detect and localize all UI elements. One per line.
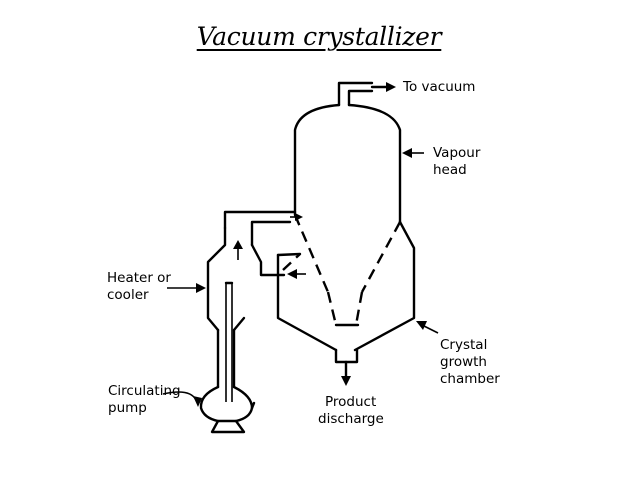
label-crystal-2: growth — [440, 354, 487, 370]
vacuum-outlet-pipe — [337, 81, 396, 107]
callout-vapour-head — [402, 148, 424, 158]
label-pump-2: pump — [108, 400, 147, 416]
label-heater-1: Heater or — [107, 270, 171, 286]
circulating-pump — [199, 385, 256, 434]
heater-cooler — [206, 210, 303, 402]
label-product-1: Product — [325, 394, 376, 410]
callout-heater — [167, 283, 206, 293]
label-product-2: discharge — [318, 411, 384, 427]
callout-crystal-chamber — [416, 321, 439, 334]
label-pump-1: Circulating — [108, 383, 181, 399]
label-crystal-3: chamber — [440, 371, 500, 387]
label-to-vacuum: To vacuum — [402, 79, 475, 95]
label-vapour-head-2: head — [433, 162, 467, 178]
label-heater-2: cooler — [107, 287, 149, 303]
draft-tube — [282, 214, 402, 326]
callout-feed-arrow — [287, 269, 306, 279]
label-crystal-1: Crystal — [440, 337, 487, 353]
product-discharge-outlet — [334, 348, 359, 386]
label-vapour-head-1: Vapour — [433, 145, 481, 161]
crystal-growth-chamber — [276, 220, 416, 352]
page-title: Vacuum crystallizer — [196, 22, 442, 51]
vapour-head — [293, 103, 402, 224]
callout-pump — [162, 391, 202, 407]
